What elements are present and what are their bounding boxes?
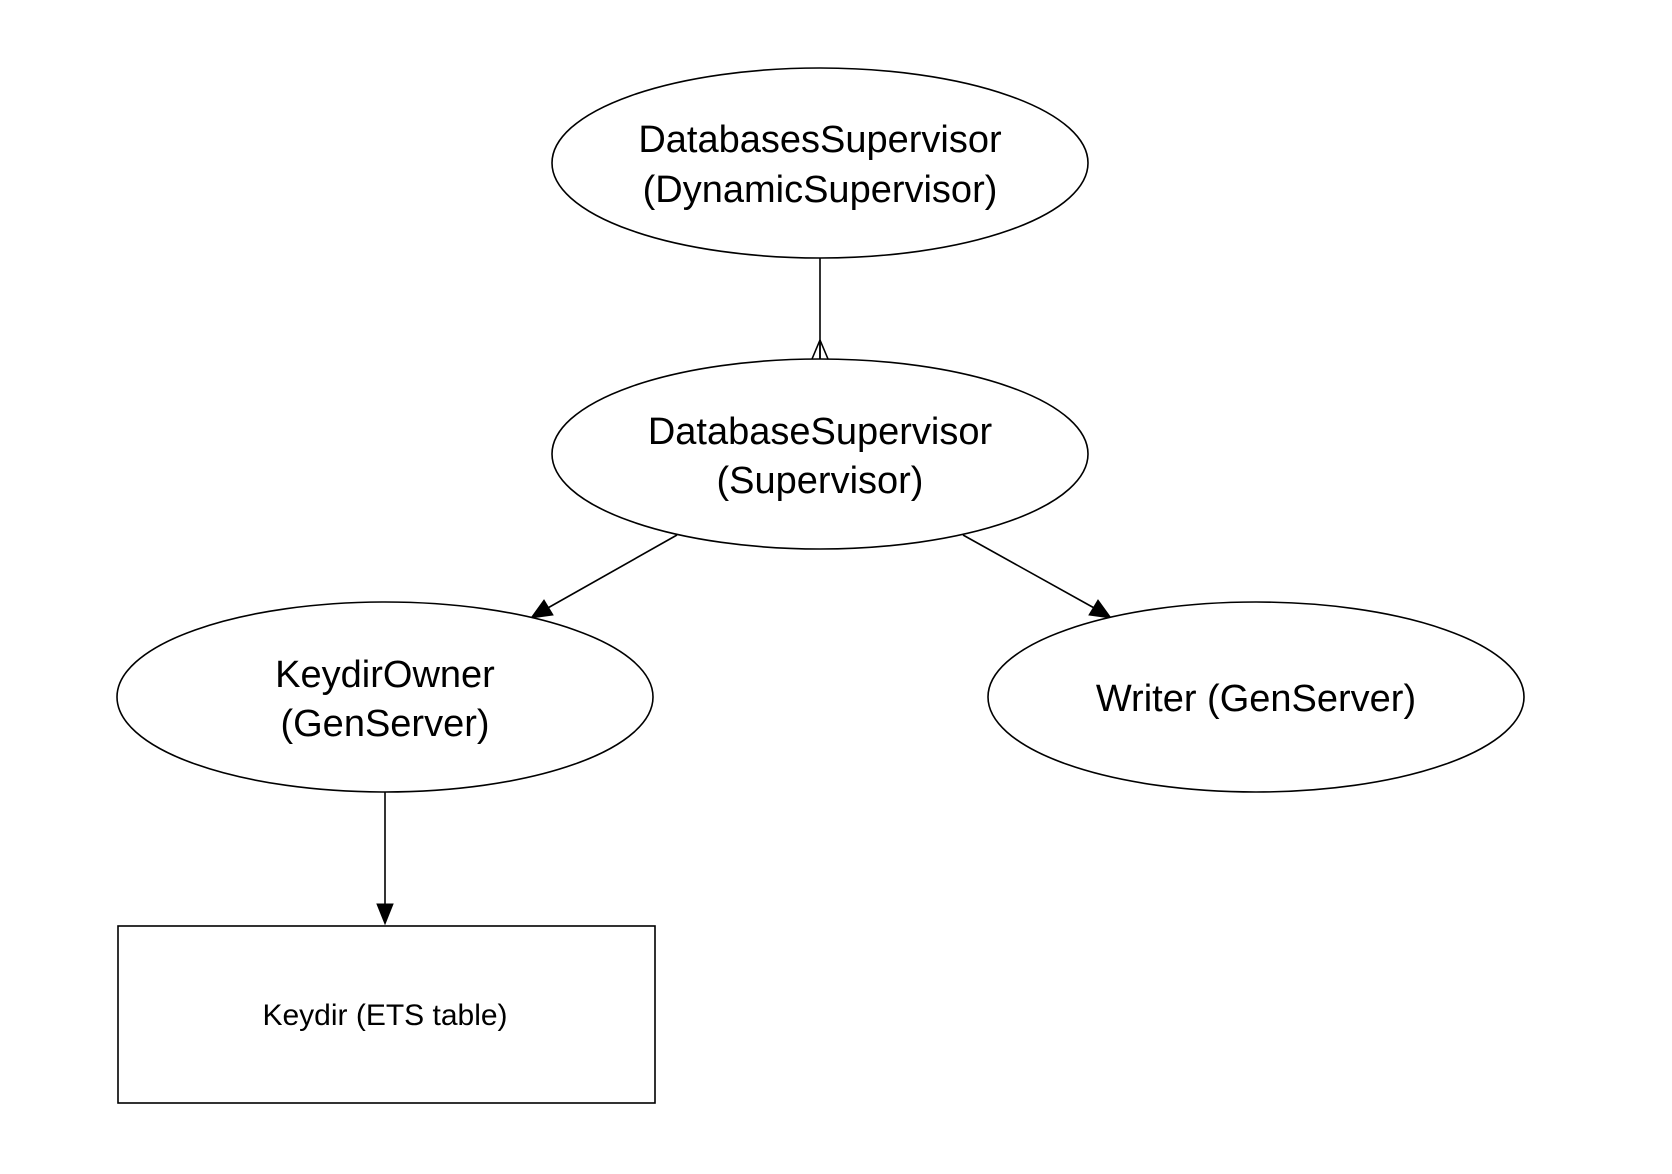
node-ellipse [551, 67, 1089, 259]
node-ellipse [551, 358, 1089, 550]
node-ellipse [116, 601, 654, 793]
node-label-line1: DatabaseSupervisor [648, 411, 993, 453]
node-database-supervisor[interactable]: DatabaseSupervisor (Supervisor) [551, 358, 1089, 550]
node-keydir-owner[interactable]: KeydirOwner (GenServer) [116, 601, 654, 793]
edge-keydir-owner-to-keydir [376, 792, 394, 926]
node-label: Writer (GenServer) [1096, 678, 1416, 720]
node-label-line2: (GenServer) [280, 703, 489, 745]
arrow-head [1088, 599, 1113, 619]
node-databases-supervisor[interactable]: DatabasesSupervisor (DynamicSupervisor) [551, 67, 1089, 259]
arrow-head [376, 903, 394, 926]
node-label-line1: KeydirOwner [275, 654, 495, 696]
node-label-line2: (Supervisor) [717, 460, 924, 502]
edge-databases-to-database-supervisor [811, 258, 829, 360]
node-keydir[interactable]: Keydir (ETS table) [117, 925, 656, 1104]
crow-foot-marker [811, 339, 829, 360]
node-ellipse [987, 601, 1525, 793]
node-label-line1: DatabasesSupervisor [638, 119, 1002, 161]
node-label: Keydir (ETS table) [262, 999, 507, 1032]
edge-database-supervisor-to-writer [962, 534, 1113, 619]
node-rect [117, 925, 656, 1104]
edge-database-supervisor-to-keydir-owner [529, 534, 678, 619]
node-label-line2: (DynamicSupervisor) [643, 169, 998, 211]
node-writer[interactable]: Writer (GenServer) [987, 601, 1525, 793]
arrow-head [529, 599, 554, 619]
